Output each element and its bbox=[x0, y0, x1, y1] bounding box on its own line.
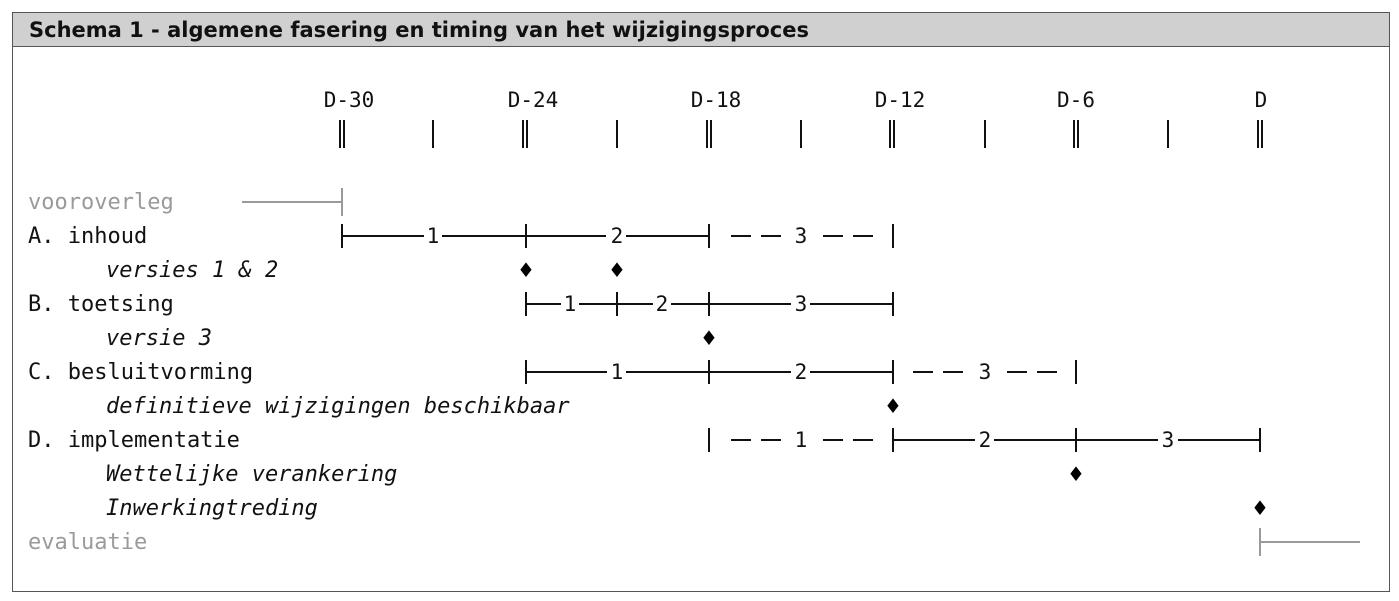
row-label-inhoud: A. inhoud bbox=[28, 224, 147, 249]
phase-label-d1: 1 bbox=[795, 428, 808, 452]
milestone-marker-inwerkingtreding: ♦ bbox=[1251, 496, 1269, 520]
major-tick-d24 bbox=[522, 120, 528, 148]
row-label-versie-3: versie 3 bbox=[106, 326, 212, 351]
phase-label-b2: 2 bbox=[656, 292, 669, 316]
bar-besluitvorming bbox=[525, 360, 1077, 384]
timeline-label-d24: D-24 bbox=[508, 88, 559, 112]
phase-label-d2: 2 bbox=[979, 428, 992, 452]
phase-label-a2: 2 bbox=[611, 224, 624, 248]
phase-label-c1: 1 bbox=[611, 360, 624, 384]
timeline-label-d30: D-30 bbox=[324, 88, 375, 112]
row-label-definitieve-wijzigingen: definitieve wijzigingen beschikbaar bbox=[106, 394, 570, 419]
schema-frame: Schema 1 - algemene fasering en timing v… bbox=[12, 12, 1390, 592]
row-label-toetsing: B. toetsing bbox=[28, 292, 174, 317]
row-label-besluitvorming: C. besluitvorming bbox=[28, 360, 253, 385]
bar-implementatie bbox=[708, 428, 1261, 452]
phase-label-c3: 3 bbox=[979, 360, 992, 384]
bar-evaluatie bbox=[1259, 528, 1360, 556]
major-tick-d6 bbox=[1073, 120, 1079, 148]
phase-label-c2: 2 bbox=[795, 360, 808, 384]
phase-label-a3: 3 bbox=[795, 224, 808, 248]
bar-toetsing bbox=[525, 292, 894, 316]
milestone-marker-versie-2: ♦ bbox=[608, 258, 626, 282]
timeline-ticks bbox=[339, 120, 1263, 148]
row-label-vooroverleg: vooroverleg bbox=[28, 190, 174, 215]
phase-label-b1: 1 bbox=[564, 292, 577, 316]
bar-vooroverleg bbox=[242, 188, 343, 216]
row-label-wettelijke-verankering: Wettelijke verankering bbox=[106, 462, 397, 487]
row-label-implementatie: D. implementatie bbox=[28, 428, 240, 453]
phase-label-b3: 3 bbox=[795, 292, 808, 316]
phase-label-d3: 3 bbox=[1162, 428, 1175, 452]
major-tick-d30 bbox=[339, 120, 345, 148]
row-label-evaluatie: evaluatie bbox=[28, 530, 147, 555]
timeline-label-d12: D-12 bbox=[875, 88, 926, 112]
timeline-label-d18: D-18 bbox=[691, 88, 742, 112]
schema-title: Schema 1 - algemene fasering en timing v… bbox=[29, 18, 809, 42]
row-labels: vooroverleg A. inhoud versies 1 & 2 B. t… bbox=[28, 190, 570, 555]
major-tick-d bbox=[1257, 120, 1263, 148]
row-label-inwerkingtreding: Inwerkingtreding bbox=[106, 496, 318, 521]
timeline-label-d6: D-6 bbox=[1057, 88, 1095, 112]
timeline-labels: D-30 D-24 D-18 D-12 D-6 D bbox=[324, 88, 1268, 112]
title-bar: Schema 1 - algemene fasering en timing v… bbox=[13, 13, 1389, 47]
row-label-versies-1-2: versies 1 & 2 bbox=[106, 258, 278, 283]
milestone-marker-versie-3: ♦ bbox=[700, 326, 718, 350]
phase-label-a1: 1 bbox=[427, 224, 440, 248]
milestone-marker-definitieve-wijzigingen: ♦ bbox=[884, 394, 902, 418]
milestone-marker-versie-1: ♦ bbox=[517, 258, 535, 282]
milestone-marker-wettelijke-verankering: ♦ bbox=[1067, 462, 1085, 486]
major-tick-d12 bbox=[889, 120, 895, 148]
timeline-label-d: D bbox=[1255, 88, 1268, 112]
major-tick-d18 bbox=[706, 120, 712, 148]
bar-inhoud bbox=[341, 224, 894, 248]
